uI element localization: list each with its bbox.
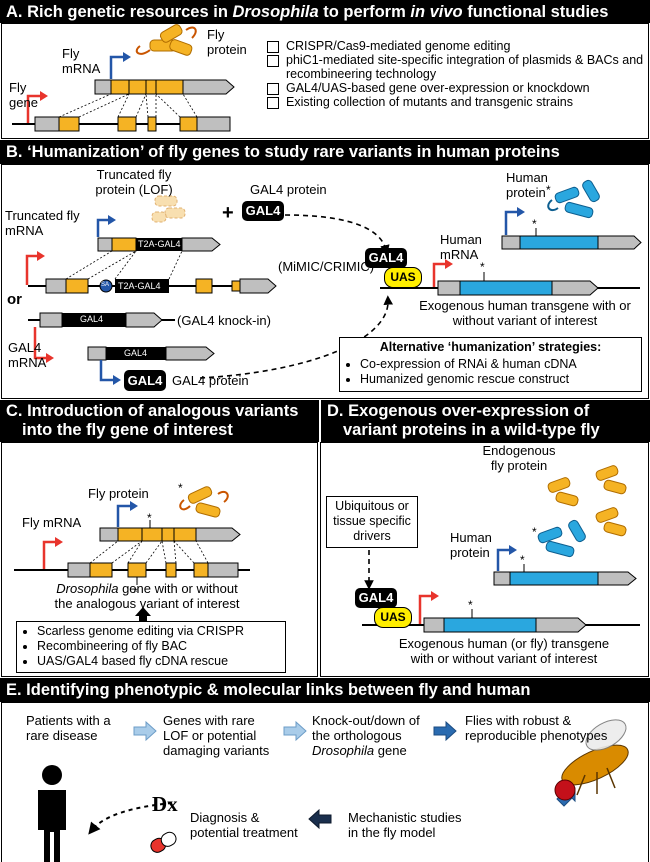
gal4-mrna-label: GAL4 mRNA xyxy=(8,340,47,370)
panel-c-title-line: C. Introduction of analogous variants xyxy=(6,402,299,420)
truncated-mrna-label: Truncated fly mRNA xyxy=(5,208,80,238)
panel-c xyxy=(1,442,318,677)
checklist-item: Existing collection of mutants and trans… xyxy=(267,95,645,109)
checklist-item: CRISPR/Cas9-mediated genome editing xyxy=(267,39,645,53)
panel-c-title-line: into the fly gene of interest xyxy=(22,421,233,439)
panel-d-title-line: variant proteins in a wild-type fly xyxy=(343,421,600,439)
step-text: gene xyxy=(374,743,407,758)
strategy-item: Co-expression of RNAi & human cDNA xyxy=(360,357,635,372)
panel-a-title-em: Drosophila xyxy=(232,3,319,21)
checkbox-icon xyxy=(267,41,279,53)
panel-a-title-part: to perform xyxy=(318,3,411,21)
checklist-text: CRISPR/Cas9-mediated genome editing xyxy=(286,39,511,53)
t2a-gal4-label: T2A-GAL4 xyxy=(138,239,181,249)
strategy-item: Humanized genomic rescue construct xyxy=(360,372,635,387)
caption-text: with or without variant of interest xyxy=(410,651,598,666)
t2a-gal4-label: T2A-GAL4 xyxy=(118,281,161,291)
alternative-strategies-title: Alternative ‘humanization’ strategies: xyxy=(379,340,602,354)
fly-protein-label: Fly protein xyxy=(88,486,149,501)
step-genes: Genes with rare LOF or potential damagin… xyxy=(163,713,270,758)
fly-gene-label: Fly gene xyxy=(9,80,38,110)
fly-mrna-label: Fly mRNA xyxy=(62,46,101,76)
uas-hexagon: UAS xyxy=(384,267,422,288)
or-label: or xyxy=(7,291,22,308)
caption-text: the analogous variant of interest xyxy=(54,596,240,611)
panel-b-header: B. ‘Humanization’ of fly genes to study … xyxy=(0,140,650,164)
method-item: Scarless genome editing via CRISPR xyxy=(37,624,279,639)
checklist-text: GAL4/UAS-based gene over-expression or k… xyxy=(286,81,590,95)
panel-b xyxy=(1,164,649,399)
panel-a-title-em: in vivo xyxy=(410,3,463,21)
panel-a-title-part: functional studies xyxy=(462,3,609,21)
panel-d-caption: Exogenous human (or fly) transgene with … xyxy=(364,636,644,666)
gal4-protein-label: GAL4 protein xyxy=(172,373,249,388)
panel-d-title-line: D. Exogenous over-expression of xyxy=(327,402,590,420)
panel-a xyxy=(1,23,649,139)
alternative-strategies-box: Alternative ‘humanization’ strategies: C… xyxy=(339,337,642,392)
panel-a-header: A. Rich genetic resources in Drosophila … xyxy=(0,0,650,23)
dx-symbol: Dx xyxy=(152,792,178,816)
gal4-protein-label: GAL4 protein xyxy=(250,182,327,197)
mimic-label: (MiMIC/CRIMIC) xyxy=(278,259,375,274)
method-item: Recombineering of fly BAC xyxy=(37,639,279,654)
checkbox-icon xyxy=(267,55,279,67)
resource-checklist: CRISPR/Cas9-mediated genome editing phiC… xyxy=(267,39,645,109)
step-text: Knock-out/down of the orthologous xyxy=(312,713,420,743)
gal4-badge: GAL4 xyxy=(365,248,407,268)
fly-protein-label: Fly protein xyxy=(207,27,247,57)
checklist-item: GAL4/UAS-based gene over-expression or k… xyxy=(267,81,645,95)
panel-c-caption: Drosophila gene with or without the anal… xyxy=(14,581,280,611)
panel-d xyxy=(320,442,649,677)
gal4-badge: GAL4 xyxy=(242,201,284,221)
drivers-box: Ubiquitous or tissue specific drivers xyxy=(326,496,418,548)
gal4-knockin-label: (GAL4 knock-in) xyxy=(177,313,271,328)
gal4-label: GAL4 xyxy=(80,314,104,324)
truncated-protein-label: Truncated fly protein (LOF) xyxy=(95,167,173,197)
human-protein-label: Human protein xyxy=(450,530,492,560)
step-text-em: Drosophila xyxy=(312,743,375,758)
step-knockout: Knock-out/down of the orthologous Drosop… xyxy=(312,713,430,758)
gal4-label: GAL4 xyxy=(124,348,148,358)
drivers-text: Ubiquitous or tissue specific drivers xyxy=(333,499,411,543)
human-protein-label: Human protein xyxy=(506,170,548,200)
gal4-badge: GAL4 xyxy=(355,588,397,608)
methods-box: Scarless genome editing via CRISPR Recom… xyxy=(16,621,286,673)
panel-c-header: C. Introduction of analogous variants in… xyxy=(0,400,319,442)
panel-d-header: D. Exogenous over-expression of variant … xyxy=(321,400,650,442)
checkbox-icon xyxy=(267,97,279,109)
transgene-caption: Exogenous human transgene with or withou… xyxy=(419,298,631,328)
human-mrna-label: Human mRNA xyxy=(440,232,482,262)
caption-text: gene with or without xyxy=(118,581,238,596)
caption-em: Drosophila xyxy=(56,581,119,596)
sa-label: SA xyxy=(101,282,110,288)
panel-e-header: E. Identifying phenotypic & molecular li… xyxy=(0,678,650,702)
endogenous-protein-label: Endogenous fly protein xyxy=(482,443,556,473)
uas-hexagon: UAS xyxy=(374,607,412,628)
fly-mrna-label: Fly mRNA xyxy=(22,515,82,530)
method-item: UAS/GAL4 based fly cDNA rescue xyxy=(37,654,279,669)
checklist-text: Existing collection of mutants and trans… xyxy=(286,95,573,109)
step-phenotypes: Flies with robust & reproducible phenoty… xyxy=(465,713,608,743)
step-diagnosis: Diagnosis & potential treatment xyxy=(190,810,298,840)
checkbox-icon xyxy=(267,83,279,95)
checklist-text: phiC1-mediated site-specific integration… xyxy=(286,53,644,81)
panel-a-title-part: A. Rich genetic resources in xyxy=(6,3,233,21)
gal4-badge: GAL4 xyxy=(124,370,166,391)
panel-e xyxy=(1,702,649,862)
step-patients: Patients with a rare disease xyxy=(26,713,111,743)
checklist-item: phiC1-mediated site-specific integration… xyxy=(267,53,645,81)
step-mechanistic: Mechanistic studies in the fly model xyxy=(348,810,462,840)
caption-text: Exogenous human (or fly) transgene xyxy=(398,636,610,651)
